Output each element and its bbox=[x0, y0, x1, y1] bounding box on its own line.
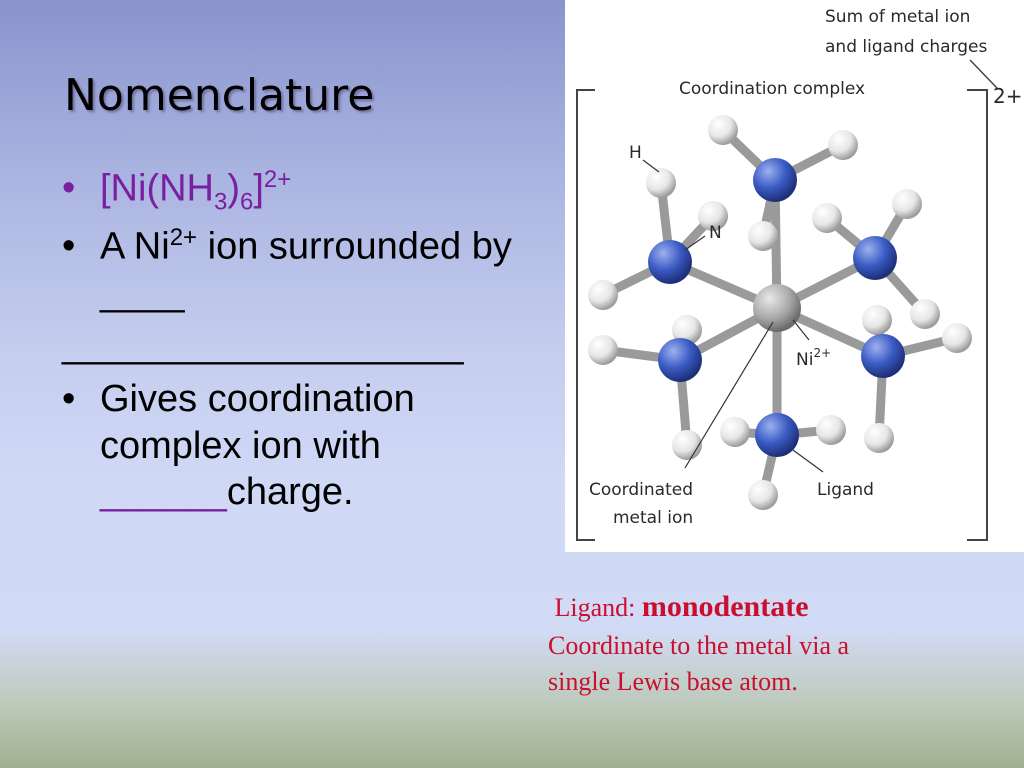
right-bracket bbox=[967, 89, 988, 541]
hydrogen-atom bbox=[672, 315, 702, 345]
hydrogen-atom bbox=[588, 335, 618, 365]
hydrogen-atom bbox=[828, 130, 858, 160]
hydrogen-atom bbox=[720, 417, 750, 447]
formula-mid: ) bbox=[227, 167, 240, 210]
bullet-marker: • bbox=[62, 167, 76, 209]
ion-suffix: ion surrounded by ____ bbox=[100, 225, 512, 314]
label-sum-line1: Sum of metal ion bbox=[825, 7, 970, 27]
blank-line: ___________________ bbox=[62, 323, 464, 366]
slide-title: Nomenclature bbox=[64, 70, 375, 121]
nitrogen-atom bbox=[853, 236, 897, 280]
note-prefix: Ligand: bbox=[554, 593, 642, 622]
coordination-complex-figure: Sum of metal ion and ligand charges Coor… bbox=[565, 0, 1024, 552]
bullet-marker: • bbox=[62, 378, 76, 421]
hydrogen-atom bbox=[698, 201, 728, 231]
molecule-diagram: Sum of metal ion and ligand charges Coor… bbox=[576, 7, 1022, 541]
hydrogen-atom bbox=[588, 280, 618, 310]
hydrogen-atoms bbox=[588, 115, 972, 510]
pointer-n bbox=[684, 235, 706, 251]
label-charge: 2+ bbox=[993, 84, 1022, 108]
formula-prefix: [Ni(NH bbox=[100, 167, 214, 210]
hydrogen-atom bbox=[892, 189, 922, 219]
charge-suffix: charge. bbox=[226, 470, 354, 513]
bullet-charge-description: • Gives coordination complex ion with __… bbox=[62, 376, 532, 515]
charge-text: Gives coordination complex ion with bbox=[100, 378, 415, 467]
bullet-formula: • [Ni(NH3)6]2+ bbox=[62, 165, 532, 217]
nitrogen-atoms bbox=[648, 158, 905, 457]
hydrogen-atom bbox=[646, 168, 676, 198]
hydrogen-atom bbox=[910, 299, 940, 329]
label-ligand: Ligand bbox=[817, 480, 874, 500]
hydrogen-atom bbox=[748, 480, 778, 510]
pointer-h bbox=[642, 159, 660, 173]
nickel-atom bbox=[753, 284, 801, 332]
label-ni-symbol: Ni bbox=[796, 350, 813, 370]
hydrogen-atom bbox=[812, 203, 842, 233]
nitrogen-atom bbox=[658, 338, 702, 382]
label-h: H bbox=[629, 143, 642, 163]
label-coordination-complex: Coordination complex bbox=[679, 79, 865, 99]
note-line1: Ligand: monodentate bbox=[548, 586, 968, 628]
bullet-marker: • bbox=[62, 224, 76, 267]
hydrogen-atom bbox=[748, 221, 778, 251]
pointer-ni bbox=[792, 319, 810, 341]
nitrogen-atom bbox=[753, 158, 797, 202]
hydrogen-atom bbox=[708, 115, 738, 145]
formula-suffix: ] bbox=[253, 167, 264, 210]
nitrogen-atom bbox=[861, 334, 905, 378]
label-coordinated-line2: metal ion bbox=[613, 508, 693, 528]
charge-blank: ______ bbox=[100, 470, 227, 513]
label-ni: Ni2+ bbox=[796, 346, 831, 370]
note-line2: Coordinate to the metal via a bbox=[548, 631, 850, 660]
hydrogen-atom bbox=[672, 430, 702, 460]
pointer-coordinated bbox=[684, 321, 774, 469]
formula-sub-6: 6 bbox=[240, 188, 254, 216]
ligand-note: Ligand: monodentate Coordinate to the me… bbox=[548, 586, 968, 701]
left-bracket bbox=[576, 89, 595, 541]
note-line3: single Lewis base atom. bbox=[548, 667, 798, 697]
label-coordinated-line1: Coordinated bbox=[589, 480, 693, 500]
ion-prefix: A Ni bbox=[100, 225, 170, 268]
label-sum-line2: and ligand charges bbox=[825, 37, 987, 57]
bullet-ion-description: • A Ni2+ ion surrounded by ____ bbox=[62, 223, 532, 316]
nitrogen-atom bbox=[648, 240, 692, 284]
formula-charge: 2+ bbox=[263, 166, 292, 193]
hydrogen-atom bbox=[816, 415, 846, 445]
hydrogen-atom bbox=[864, 423, 894, 453]
pointer-ligand bbox=[792, 449, 824, 473]
formula-sub-3: 3 bbox=[213, 188, 228, 216]
note-term: monodentate bbox=[641, 590, 809, 623]
sum-pointer-line bbox=[969, 59, 998, 89]
label-n: N bbox=[709, 223, 722, 243]
bullet-list: • [Ni(NH3)6]2+ • A Ni2+ ion surrounded b… bbox=[62, 165, 532, 515]
pointer-lines bbox=[642, 159, 824, 473]
nitrogen-atom bbox=[755, 413, 799, 457]
hydrogen-atom bbox=[862, 305, 892, 335]
ion-charge: 2+ bbox=[169, 223, 198, 251]
label-ni-charge: 2+ bbox=[813, 346, 831, 360]
hydrogen-atom bbox=[942, 323, 972, 353]
